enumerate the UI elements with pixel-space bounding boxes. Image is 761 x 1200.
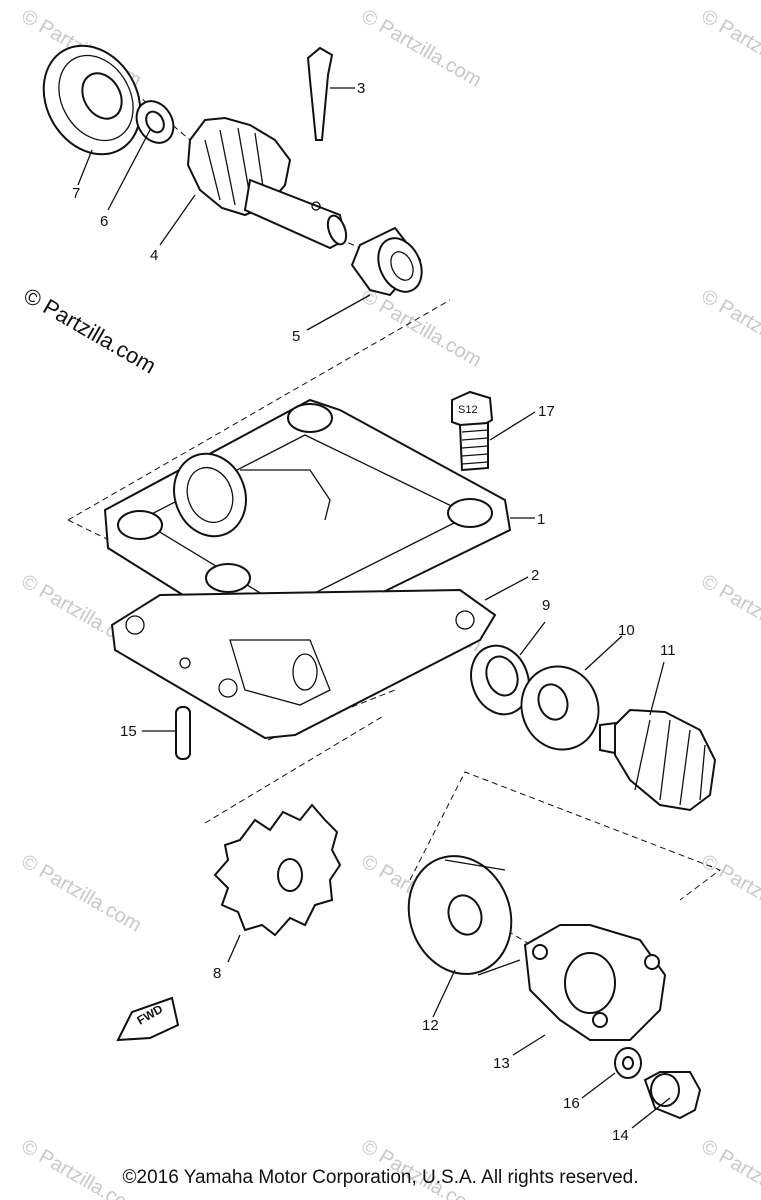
bolt-head-mark: S12 — [458, 404, 478, 416]
watermark-main: © Partzilla.com — [20, 283, 161, 379]
callout-1: 1 — [537, 511, 545, 528]
callout-17: 17 — [538, 403, 555, 420]
watermark-tile: © Partzilla.com — [698, 285, 761, 371]
part-16-washer — [614, 1047, 642, 1079]
part-9-oil-seal — [470, 644, 530, 716]
callout-11: 11 — [660, 642, 676, 659]
part-12-rotor-housing — [407, 855, 521, 976]
callout-5: 5 — [292, 328, 300, 345]
watermark-tile: © Partzilla.com — [698, 850, 761, 936]
callout-16: 16 — [563, 1095, 580, 1112]
part-4-drive-gear-shaft — [186, 116, 348, 250]
callout-12: 12 — [422, 1017, 439, 1034]
callout-labels: 7 6 4 3 5 17 1 2 9 10 11 15 8 12 13 16 1… — [72, 80, 676, 1144]
watermark-tile: © Partzilla.com — [358, 5, 486, 91]
callout-13: 13 — [493, 1055, 510, 1072]
lower-reference-plane — [204, 714, 722, 901]
callout-10: 10 — [618, 622, 635, 639]
part-6-washer — [135, 100, 175, 144]
watermark-tile: © Partzilla.com — [698, 5, 761, 91]
fwd-arrow-marker: FWD — [116, 996, 180, 1042]
part-15-dowel-pin — [175, 706, 191, 760]
callout-2: 2 — [531, 567, 539, 584]
part-2-gasket — [110, 588, 497, 740]
copyright-notice: ©2016 Yamaha Motor Corporation, U.S.A. A… — [122, 1167, 639, 1188]
callout-3: 3 — [357, 80, 365, 97]
callout-9: 9 — [542, 597, 550, 614]
part-5-collar — [350, 226, 423, 297]
part-10-bearing — [520, 665, 600, 751]
part-1-pump-cover — [103, 398, 512, 641]
callout-7: 7 — [72, 185, 80, 202]
callout-14: 14 — [612, 1127, 629, 1144]
part-11-driven-gear — [599, 708, 717, 812]
callout-8: 8 — [213, 965, 221, 982]
part-8-pump-rotor — [213, 803, 342, 937]
leader-lines — [77, 87, 671, 1129]
callout-15: 15 — [120, 723, 137, 740]
part-3-cotter-pin — [306, 46, 334, 141]
callout-4: 4 — [150, 247, 158, 264]
part-13-cover-plate — [523, 924, 667, 1041]
part-17-bolt: S12 — [451, 390, 494, 472]
watermark-tile: © Partzilla.com — [698, 570, 761, 656]
part-7-oil-seal — [42, 44, 142, 156]
watermark-tile: © Partzilla.com — [18, 850, 146, 936]
watermark-tile: © Partzilla.com — [358, 285, 486, 371]
callout-6: 6 — [100, 213, 108, 230]
